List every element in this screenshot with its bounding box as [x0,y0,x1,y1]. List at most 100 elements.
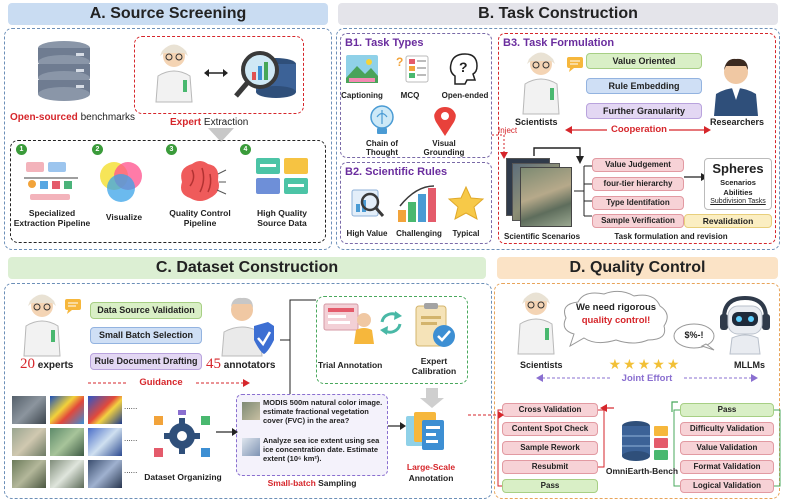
brain-icon [181,161,227,201]
star-icon [447,185,485,220]
gear-icon [154,410,210,457]
section-b-title: B. Task Construction [338,3,778,25]
step-sample-verification: Sample Verification [592,214,684,228]
qc-logical-validation: Logical Validation [680,479,774,493]
section-d-title: D. Quality Control [497,257,778,279]
mllm-speech-text: $%-! [684,330,704,340]
map-pin-icon [434,107,456,136]
grid-image-5 [50,428,84,456]
b3-scientists-label: Scientists [515,117,558,127]
annotator-icon [221,297,274,357]
annotation-label: Annotation [408,473,454,483]
section-c-title: C. Dataset Construction [8,257,486,279]
step-1-label: Specialized Extraction Pipeline [13,208,91,228]
annotator-flow-lines [280,299,316,400]
spheres-scenarios: Scenarios [720,178,756,187]
qc-right-pass: Pass [680,403,774,417]
task-construction-panel [336,28,780,250]
trial-annotation-icon [323,303,374,344]
large-scale-annotation-icon [406,412,444,450]
dataset-organizing-label: Dataset Organizing [144,472,222,482]
speech-line-1: We need rigorous [575,302,657,313]
step-4-badge: 4 [240,144,251,155]
dataset-construction-panel [4,283,492,499]
pass-arrows [600,401,678,412]
qc-scientists-label: Scientists [520,360,563,370]
qc-cross-validation: Cross Validation [502,403,598,417]
joint-effort-arrows [536,374,758,382]
mllm-speech-bubble [673,323,715,351]
scientist-speech-icon [567,57,583,72]
open-ended-question-mark: ? [459,59,468,75]
experts-count: 20 experts [20,356,74,372]
large-scale-label: Large-Scale [406,462,456,472]
sample-thumb-2 [242,438,260,456]
source-screening-panel [4,28,332,250]
expert-speech-icon [65,299,81,314]
cooperation-label: Cooperation [611,124,667,135]
inject-arrow [492,134,508,159]
qc-flow-lines [497,409,781,487]
qc-difficulty-validation: Difficulty Validation [680,422,774,436]
task-types-title: B1. Task Types [345,37,424,49]
step-4-label: High Quality Source Data [256,208,308,228]
grid-image-4 [12,428,46,456]
extraction-steps-box [10,140,326,243]
speech-cloud [563,290,668,348]
section-a-title: A. Source Screening [8,3,328,25]
b3-scientist-icon [522,52,560,115]
omniearth-bench-icon [622,421,668,461]
mcq-question-mark: ? [396,55,403,69]
database-icon [38,41,90,101]
guidance-label: Guidance [139,377,183,388]
calibration-down-arrow [420,388,444,408]
expert-extraction-box [134,36,304,114]
mcq-icon: ? [396,55,429,83]
task-small-batch-selection: Small Batch Selection [90,327,202,344]
sampling-box [236,394,388,476]
grid-dots-3: ...... [124,466,138,475]
expert-extraction-label: Expert Extraction [170,117,249,128]
scenario-image-front [520,167,572,227]
grid-image-7 [12,460,46,488]
option-rule-embedding: Rule Embedding [586,78,702,94]
step-3-label: Quality Control Pipeline [169,208,231,228]
pipeline-icon [24,162,78,200]
qc-value-validation: Value Validation [680,441,774,455]
inject-label: Inject [498,126,518,135]
spheres-abilities: Abilities [723,188,753,197]
grid-image-1 [12,396,46,424]
grid-image-9 [88,460,122,488]
researcher-icon [714,58,758,116]
grid-image-8 [50,460,84,488]
qc-left-pass: Pass [502,479,598,493]
step-value-judgement: Value Judgement [592,158,684,172]
qc-sample-rework: Sample Rework [502,441,598,455]
spheres-box [704,158,772,210]
sample-thumb-1 [242,402,260,420]
task-rule-document-drafting: Rule Document Drafting [90,353,202,370]
scenario-flow-arrow [533,147,584,164]
expert-calibration-label: Expert Calibration [411,356,457,376]
trial-annotation-box [316,296,468,384]
speech-line-2: quality control! [581,315,651,326]
task-formulation-title: B3. Task Formulation [503,37,615,49]
spheres-subdivision: Subdivision Tasks [710,198,766,205]
step-four-tier: four-tier hierarchy [592,177,684,191]
rule-typical: Typical [452,229,480,238]
robot-icon [720,295,770,355]
task-type-cot: Chain of Thought [366,139,398,157]
grid-image-6 [88,428,122,456]
grid-dots-1: ...... [124,402,138,411]
lightbulb-icon [370,105,394,134]
omniearth-bench-label: OmniEarth-Bench [605,466,679,476]
magnifier-database-icon [234,51,296,98]
double-arrow-icon [204,69,228,77]
cycle-icon [380,311,402,335]
task-type-open-ended: Open-ended [441,91,489,100]
captioning-icon [346,55,378,83]
qc-format-validation: Format Validation [680,460,774,474]
task-formulation-footer: Task formulation and revision [614,232,728,241]
scientific-rules-title: B2. Scientific Rules [345,166,448,178]
task-type-captioning: Captioning [341,91,383,100]
